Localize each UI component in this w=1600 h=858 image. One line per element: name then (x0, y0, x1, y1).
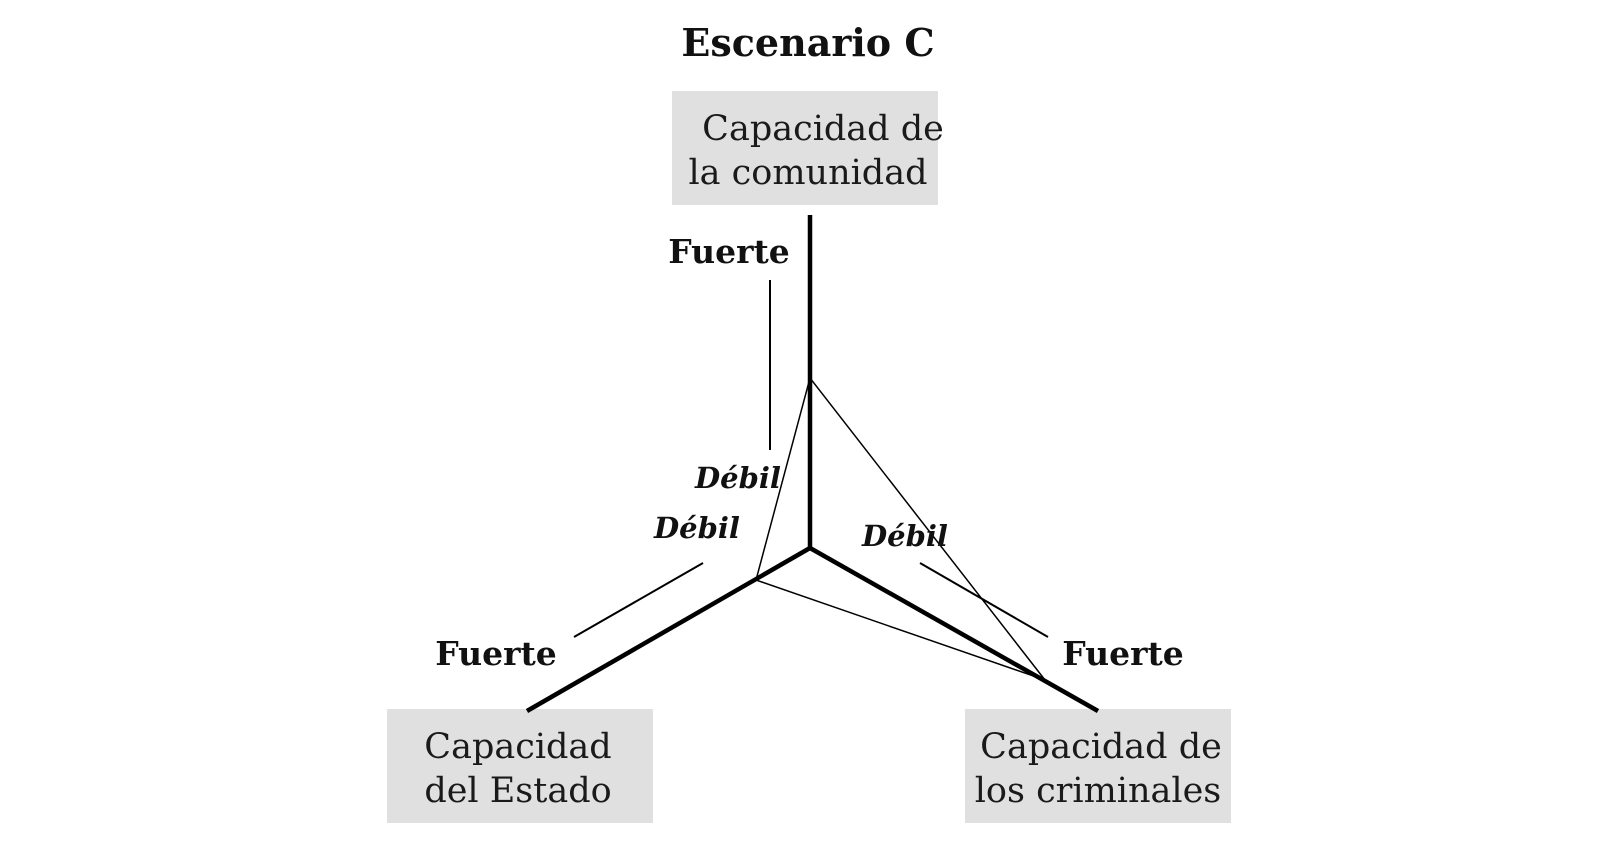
community-strong-label: Fuerte (668, 232, 789, 271)
state-capacity-label-line-1: Capacidad (424, 727, 611, 767)
state-strong-label: Fuerte (435, 634, 556, 673)
diagram-title: Escenario C (681, 20, 934, 65)
state-axis (525, 546, 812, 713)
community-capacity-label-line-1: Capacidad de (702, 109, 944, 149)
community-capacity-box: Capacidad de la comunidad (672, 91, 944, 205)
criminals-scale-line (919, 562, 1049, 638)
scenario-triangle (755, 376, 1048, 682)
state-capacity-label-line-2: del Estado (424, 771, 611, 811)
criminals-capacity-label-line-2: los criminales (975, 771, 1222, 811)
criminals-weak-label: Débil (861, 519, 948, 553)
state-scale-line (573, 562, 704, 638)
community-weak-label: Débil (694, 461, 781, 495)
criminals-capacity-box: Capacidad de los criminales (965, 709, 1231, 823)
criminals-strong-label: Fuerte (1062, 634, 1183, 673)
criminals-axis (808, 546, 1100, 713)
state-weak-label: Débil (653, 511, 740, 545)
criminals-capacity-label-line-1: Capacidad de (980, 727, 1222, 767)
community-capacity-label-line-2: la comunidad (688, 153, 927, 193)
state-capacity-box: Capacidad del Estado (387, 709, 653, 823)
